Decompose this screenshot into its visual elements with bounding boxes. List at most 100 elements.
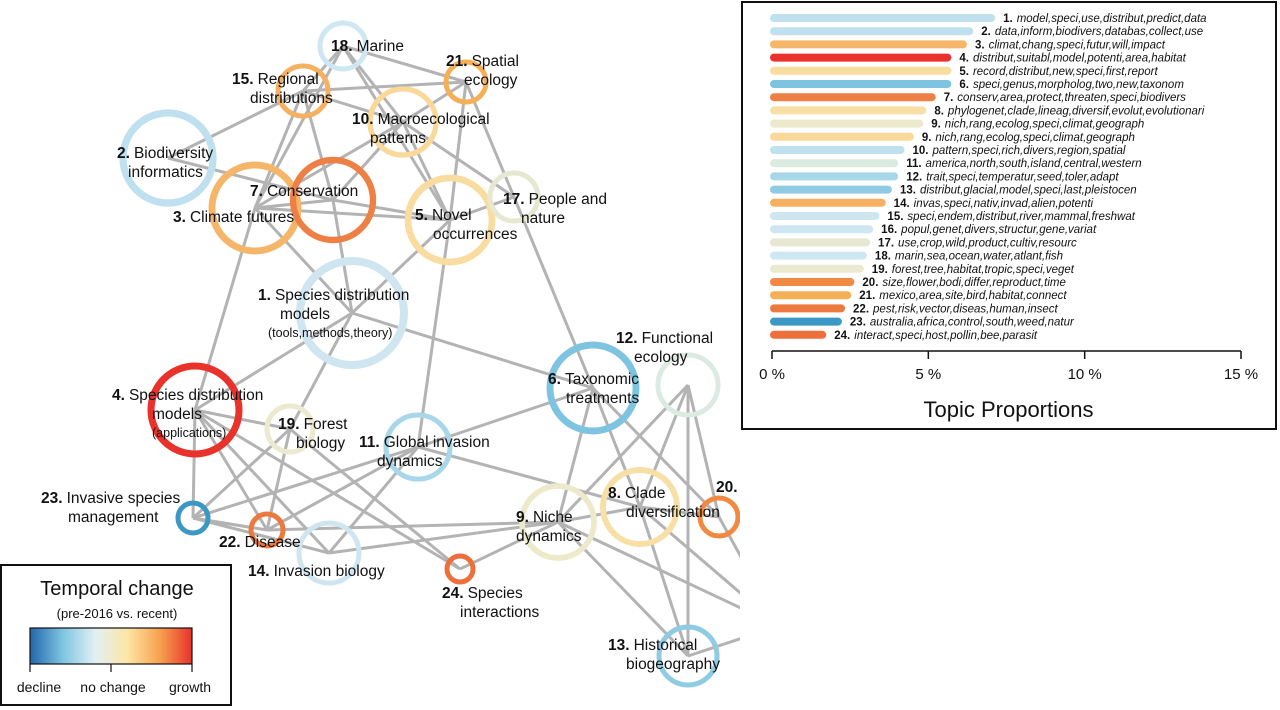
topic-node-19 (264, 403, 316, 455)
topic-node-13 (656, 624, 720, 688)
topic-bar (770, 159, 899, 168)
topic-bar-label: 22.pest,risk,vector,diseas,human,insect (853, 303, 1059, 315)
topic-number: 18. (331, 38, 353, 55)
topic-node-24 (444, 553, 476, 585)
topic-bar (770, 225, 874, 234)
topic-proportions-chart: 1.model,speci,use,distribut,predict,data… (759, 13, 1258, 422)
topic-bar (770, 251, 867, 260)
network-edge (639, 505, 740, 595)
topic-network: 1.Species distributionmodels(tools,metho… (41, 20, 740, 688)
topic-name: People and (529, 191, 607, 208)
topic-node-label-14: 14.Invasion biology (248, 563, 385, 580)
topic-bar (770, 119, 924, 128)
topic-bar-terms: speci,endem,distribut,river,mammal,fresh… (907, 211, 1135, 223)
topic-node-23 (175, 500, 211, 536)
topic-node-18 (317, 20, 369, 72)
network-edge (193, 207, 257, 411)
topic-bar (770, 317, 842, 326)
topic-bar-label: 1.model,speci,use,distribut,predict,data (1003, 13, 1206, 25)
topic-number: 17. (503, 191, 525, 208)
topic-bar-terms: australia,africa,control,south,weed,natu… (870, 317, 1075, 329)
topic-bar-terms: pattern,speci,rich,divers,region,spatial (931, 145, 1125, 157)
topic-bar-terms: marin,sea,ocean,water,atlant,fish (895, 251, 1063, 263)
network-edge (591, 387, 642, 508)
network-edge (327, 446, 420, 554)
topic-bar-number: 1. (1003, 13, 1013, 25)
topic-bar (770, 278, 855, 286)
topic-node-label-line2-19: biology (296, 435, 345, 452)
topic-bar-terms: distribut,suitabl,model,potenti,area,hab… (973, 53, 1187, 65)
topic-node-label-line2-2: informatics (128, 164, 203, 181)
topic-name: Forest (304, 416, 349, 433)
topic-name: Conservation (267, 183, 358, 200)
topic-node-label-4: 4.Species distribution (112, 387, 263, 404)
topic-name: Spatial (472, 53, 519, 70)
network-edge (193, 409, 269, 531)
topic-bar-terms: pest,risk,vector,diseas,human,insect (872, 303, 1059, 315)
topic-number: 19. (278, 416, 300, 433)
topic-name: Invasive species (67, 490, 181, 507)
topic-node-label-8: 8.Clade (608, 485, 665, 502)
topic-bar-label: 2.data,inform,biodivers,databas,collect,… (981, 26, 1203, 38)
topic-number: 7. (250, 183, 263, 200)
topic-name: Climate futures (190, 209, 294, 226)
topic-number: 8. (608, 485, 621, 502)
topic-name: Regional (258, 71, 319, 88)
network-edge (194, 311, 353, 412)
topic-bar-number: 10. (912, 145, 928, 157)
topic-node-label-23: 23.Invasive species (41, 490, 181, 507)
topic-number: 22. (219, 534, 241, 551)
topic-node-20 (697, 495, 740, 539)
topic-bar-number: 15. (887, 211, 903, 223)
topic-node-15 (275, 63, 331, 119)
topic-name: Niche (533, 509, 573, 526)
network-edge (194, 408, 291, 431)
topic-number: 23. (41, 490, 63, 507)
network-edge (401, 121, 452, 221)
topic-node-12 (655, 352, 721, 418)
x-axis-title: Topic Proportions (924, 397, 1094, 422)
topic-node-label-line2-21: ecology (464, 72, 518, 89)
x-tick-label: 5 % (915, 366, 941, 383)
topic-bar-number: 9. (931, 119, 941, 131)
network-labels: 1.Species distributionmodels(tools,metho… (41, 38, 738, 673)
topic-bar-label: 13.distribut,glacial,model,speci,last,pl… (900, 185, 1137, 197)
network-edge (332, 198, 451, 222)
topic-node-9 (519, 483, 597, 561)
topic-bar (770, 330, 827, 339)
network-edge (253, 206, 354, 315)
topic-bar-number: 6. (959, 79, 969, 91)
topic-number: 14. (248, 563, 270, 580)
topic-bar-number: 20. (862, 277, 878, 289)
topic-number: 12. (616, 330, 638, 347)
topic-bar-label: 24.interact,speci,host,pollin,bee,parasi… (834, 330, 1038, 342)
network-edge (192, 445, 419, 520)
topic-bar (770, 212, 880, 220)
topic-node-label-line2-6: treatments (566, 390, 639, 407)
topic-bar-terms: phylogenet,clade,lineag,diversif,evolut,… (947, 105, 1205, 117)
topic-bar-label: 18.marin,sea,ocean,water,atlant,fish (875, 251, 1063, 263)
topic-node-label-15: 15.Regional (232, 71, 319, 88)
topic-node-2 (119, 109, 217, 207)
network-edge (557, 520, 740, 610)
network-edge (449, 195, 515, 222)
topic-bar-terms: america,north,south,island,central,weste… (926, 158, 1142, 170)
network-edge (331, 199, 354, 314)
topic-bar-terms: record,distribut,new,speci,first,report (973, 66, 1159, 78)
legend-title: Temporal change (40, 578, 193, 600)
topic-bar (770, 264, 864, 273)
topic-node-label-line2-17: nature (521, 210, 565, 227)
topic-bar (770, 146, 905, 154)
topic-bar-terms: use,crop,wild,product,cultiv,resourc (898, 237, 1077, 249)
topic-node-17 (487, 170, 541, 224)
topic-bar-number: 9. (922, 132, 932, 144)
topic-bar-label: 6.speci,genus,morpholog,two,new,taxonom (959, 79, 1184, 91)
topic-node-label-line2-9: dynamics (516, 528, 582, 545)
topic-node-label-10: 10.Macroecological (352, 111, 490, 128)
network-edge (254, 120, 404, 210)
network-edge (341, 45, 405, 123)
topic-bar-label: 3.climat,chang,speci,futur,will,impact (975, 39, 1166, 51)
network-edge (253, 90, 305, 209)
network-edge (191, 409, 197, 519)
network-edge (638, 506, 690, 657)
